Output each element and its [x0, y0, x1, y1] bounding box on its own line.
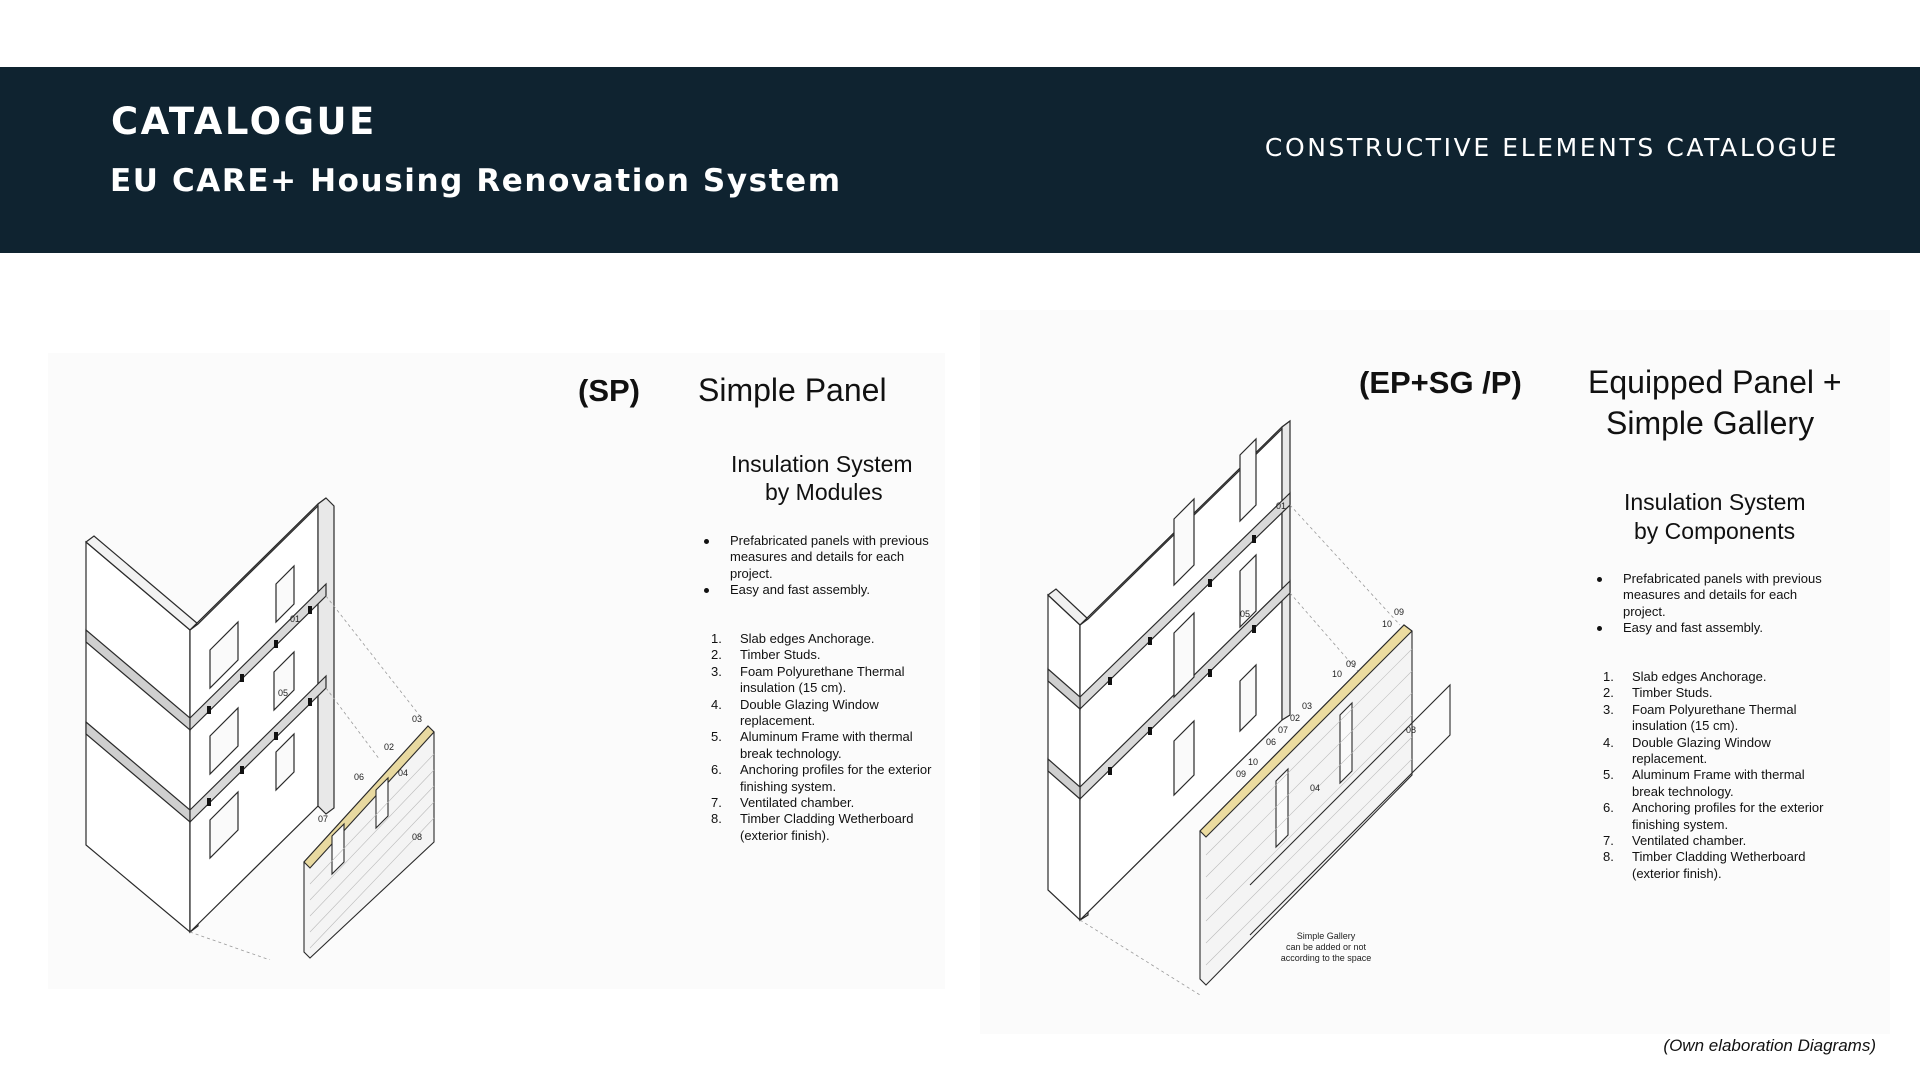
simple-panel-diagram: 01 05 03 02 06 04 07 08 [85, 497, 435, 960]
list-item: 4. Double Glazing Window replacement. [1603, 735, 1833, 768]
sp-label-08: 08 [412, 832, 422, 842]
list-text: Double Glazing Window replacement. [740, 696, 879, 729]
gallery-note-line2: can be added or not [1286, 942, 1367, 952]
sp-label-07: 07 [318, 814, 328, 824]
list-text: Aluminum Frame with thermal break techno… [1632, 767, 1805, 799]
ep-label-04: 04 [1310, 783, 1320, 793]
ep-subtitle-line1: Insulation System [1624, 489, 1806, 515]
list-text: Timber Studs. [1632, 685, 1713, 701]
sp-subtitle-line1: Insulation System [731, 451, 913, 477]
header-band [0, 67, 1920, 253]
ep-component-list: 1.Slab edges Anchorage. 2.Timber Studs. … [1603, 669, 1833, 882]
list-text: Timber Studs. [740, 647, 821, 663]
list-number: 6. [1603, 800, 1614, 816]
ep-bullet-list: Prefabricated panels with previous measu… [1594, 571, 1824, 637]
list-item: Easy and fast assembly. [1594, 620, 1824, 636]
ep-label-07: 07 [1278, 725, 1288, 735]
ep-label-09-b: 09 [1346, 659, 1356, 669]
ep-label-06: 06 [1266, 737, 1276, 747]
ep-label-09-a: 09 [1394, 607, 1404, 617]
list-item: 6. Anchoring profiles for the exterior fi… [711, 762, 941, 795]
list-text: Slab edges Anchorage. [740, 631, 875, 646]
list-item: 3. Foam Polyurethane Thermal insulation (… [1603, 702, 1833, 735]
section-label: CONSTRUCTIVE ELEMENTS CATALOGUE [1264, 133, 1839, 162]
list-number: 3. [711, 663, 722, 679]
ep-label-08: 08 [1406, 725, 1416, 735]
list-number: 7. [1603, 833, 1614, 849]
list-number: 7. [711, 795, 722, 811]
ep-subtitle-line2: by Components [1634, 518, 1796, 544]
list-text: Ventilated chamber. [740, 795, 855, 811]
list-text: Foam Polyurethane Thermal insulation (15… [740, 663, 905, 696]
list-item: 7. Ventilated chamber. [1603, 833, 1833, 849]
ep-label-03: 03 [1302, 701, 1312, 711]
list-item: 6. Anchoring profiles for the exterior fi… [1603, 800, 1833, 833]
sp-label-01: 01 [290, 614, 300, 624]
sp-label-02: 02 [384, 742, 394, 752]
ep-label-02: 02 [1290, 713, 1300, 723]
sp-label-05: 05 [278, 688, 288, 698]
list-item: 5. Aluminum Frame with thermal break tech… [711, 729, 941, 762]
list-number: 8. [711, 811, 722, 827]
list-number: 4. [711, 696, 722, 712]
ep-label-01: 01 [1276, 501, 1286, 511]
list-number: 1. [1603, 669, 1614, 684]
ep-label-10-c: 10 [1248, 757, 1258, 767]
list-text: Ventilated chamber. [1632, 833, 1747, 849]
list-number: 5. [711, 729, 722, 745]
ep-label-10-a: 10 [1382, 619, 1392, 629]
equipped-panel-diagram: 01 05 09 10 09 10 03 02 07 06 10 09 04 0… [1047, 419, 1451, 995]
sp-label-04: 04 [398, 768, 408, 778]
sp-code: (SP) [578, 373, 640, 408]
ep-title-line2: Simple Gallery [1606, 405, 1815, 441]
ep-label-10-b: 10 [1332, 669, 1342, 679]
list-text: Timber Cladding Wetherboard (exterior fi… [740, 811, 914, 843]
list-item: 8. Timber Cladding Wetherboard (exterior … [1603, 849, 1833, 882]
list-item: Prefabricated panels with previous measu… [701, 533, 931, 582]
sp-title: Simple Panel [698, 372, 887, 408]
list-text: Anchoring profiles for the exterior fini… [1632, 800, 1824, 832]
list-item: 1. Slab edges Anchorage. [1603, 669, 1833, 685]
list-number: 2. [1603, 685, 1614, 701]
list-item: 8. Timber Cladding Wetherboard (exterior … [711, 811, 941, 844]
list-number: 8. [1603, 849, 1614, 865]
list-number: 5. [1603, 767, 1614, 783]
ep-code: (EP+SG /P) [1359, 365, 1522, 400]
list-item: 7. Ventilated chamber. [711, 795, 941, 811]
ep-title-line1: Equipped Panel + [1588, 364, 1842, 400]
list-number: 1. [711, 631, 722, 646]
catalogue-title: CATALOGUE [111, 100, 377, 143]
sp-label-06: 06 [354, 772, 364, 782]
list-item: 4. Double Glazing Window replacement. [711, 697, 941, 730]
list-text: Aluminum Frame with thermal break techno… [740, 729, 913, 761]
sp-label-03: 03 [412, 714, 422, 724]
gallery-note-line3: according to the space [1281, 953, 1372, 963]
list-text: Timber Cladding Wetherboard (exterior fi… [1632, 849, 1806, 881]
figure-caption: (Own elaboration Diagrams) [1663, 1036, 1876, 1055]
list-item: Easy and fast assembly. [701, 582, 931, 598]
list-text: Anchoring profiles for the exterior fini… [740, 762, 932, 794]
list-item: 2. Timber Studs. [711, 647, 941, 663]
sp-component-list: 1.Slab edges Anchorage. 2.Timber Studs. … [711, 631, 941, 844]
ep-label-05: 05 [1240, 609, 1250, 619]
list-number: 6. [711, 762, 722, 778]
list-item: 2. Timber Studs. [1603, 685, 1833, 701]
sp-bullet-list: Prefabricated panels with previous measu… [701, 533, 931, 599]
list-item: 5. Aluminum Frame with thermal break tech… [1603, 767, 1833, 800]
list-item: 1. Slab edges Anchorage. [711, 631, 941, 647]
list-text: Slab edges Anchorage. [1632, 669, 1767, 684]
sp-subtitle-line2: by Modules [765, 479, 883, 505]
list-text: Foam Polyurethane Thermal insulation (15… [1632, 701, 1797, 734]
list-number: 3. [1603, 701, 1614, 717]
list-item: Prefabricated panels with previous measu… [1594, 571, 1824, 620]
ep-label-09-c: 09 [1236, 769, 1246, 779]
list-text: Double Glazing Window replacement. [1632, 734, 1771, 767]
catalogue-subtitle: EU CARE+ Housing Renovation System [110, 163, 842, 199]
list-number: 4. [1603, 734, 1614, 750]
list-item: 3. Foam Polyurethane Thermal insulation (… [711, 664, 941, 697]
gallery-note-line1: Simple Gallery [1297, 931, 1356, 941]
list-number: 2. [711, 647, 722, 663]
